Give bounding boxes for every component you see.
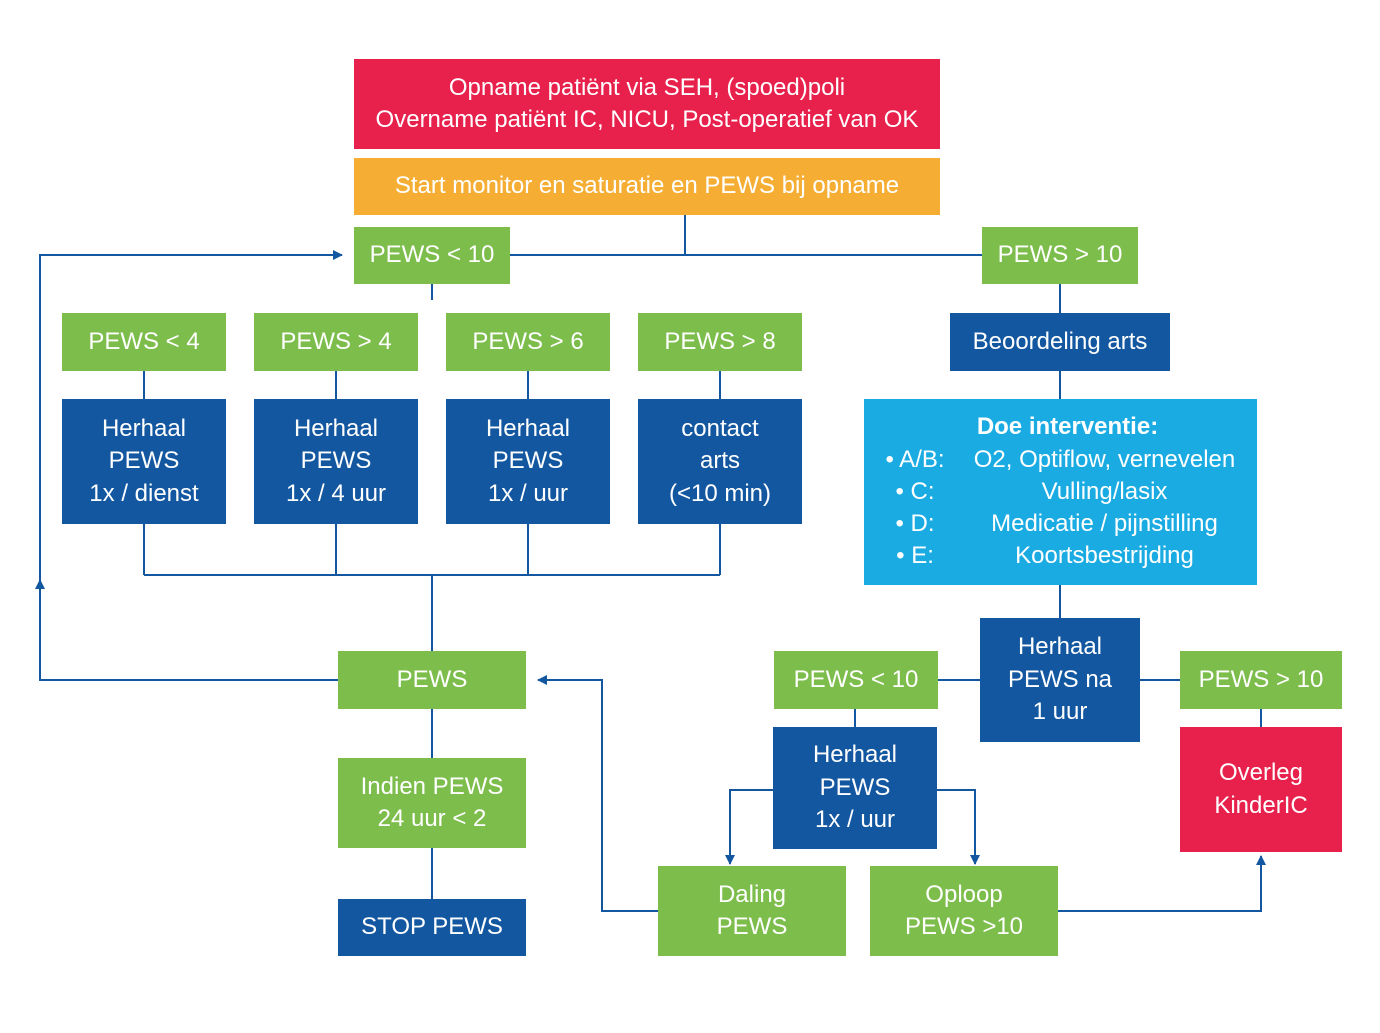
connector-to-daling <box>725 789 773 865</box>
pews-lt10-box: PEWS < 10 <box>354 227 510 284</box>
action-line: 1x / uur <box>487 479 569 507</box>
repeat-1h-line: Herhaal <box>1017 633 1103 661</box>
right-pews-lt10-label: PEWS < 10 <box>793 665 919 693</box>
daling-line: PEWS <box>716 913 788 940</box>
action-line: (<10 min) <box>668 479 772 507</box>
right-pews-gt10-label: PEWS > 10 <box>1198 665 1324 693</box>
kinderic-line: Overleg <box>1218 759 1304 787</box>
intervention-text: Vulling/lasix <box>1041 478 1168 506</box>
threshold-label: PEWS > 4 <box>280 327 392 355</box>
pews-gt10-label: PEWS > 10 <box>997 241 1123 269</box>
start-monitor-text: Start monitor en saturatie en PEWS bij o… <box>394 172 900 200</box>
pews-gt10-box: PEWS > 10 <box>982 227 1138 284</box>
pews-lt10-label: PEWS < 10 <box>369 241 495 269</box>
repeat-hourly-line: 1x / uur <box>814 806 896 834</box>
threshold-label: PEWS > 8 <box>664 327 776 355</box>
intervention-item: • D: Medicatie / pijnstilling <box>878 508 1257 540</box>
intervention-box: Doe interventie: • A/B: O2, Optiflow, ve… <box>864 399 1257 585</box>
intervention-code: • A/B: <box>885 445 945 473</box>
assessment-label: Beoordeling arts <box>972 327 1148 355</box>
action-line: Herhaal <box>101 414 187 442</box>
consult-kinderic-box: Overleg KinderIC <box>1180 727 1342 852</box>
stop-pews-box: STOP PEWS <box>338 899 526 956</box>
action-box: Herhaal PEWS 1x / dienst <box>62 399 226 524</box>
connector-loop-top <box>39 250 343 590</box>
pews-increase-box: Oploop PEWS >10 <box>870 866 1058 956</box>
admission-line-2: Overname patiënt IC, NICU, Post-operatie… <box>375 106 919 133</box>
stop-pews-label: STOP PEWS <box>361 913 503 941</box>
threshold-box: PEWS < 4 <box>62 313 226 371</box>
action-line: Herhaal <box>485 414 571 442</box>
repeat-hourly-box: Herhaal PEWS 1x / uur <box>773 727 937 849</box>
threshold-box: PEWS > 8 <box>638 313 802 371</box>
action-line: Herhaal <box>293 414 379 442</box>
action-line: 1x / 4 uur <box>285 479 387 507</box>
connector-daling-to-pews <box>537 675 658 912</box>
intervention-code: • D: <box>895 510 935 538</box>
intervention-item: • E: Koortsbestrijding <box>878 540 1257 572</box>
pews-decrease-box: Daling PEWS <box>658 866 846 956</box>
action-line: arts <box>699 447 740 475</box>
if-24h-line: 24 uur < 2 <box>377 805 487 832</box>
kinderic-line: KinderIC <box>1214 791 1308 819</box>
oploop-line: Oploop <box>925 880 1003 908</box>
contact-physician-box: contact arts (<10 min) <box>638 399 802 524</box>
physician-assessment-box: Beoordeling arts <box>950 313 1170 371</box>
action-box: Herhaal PEWS 1x / 4 uur <box>254 399 418 524</box>
repeat-1h-box: Herhaal PEWS na 1 uur <box>980 618 1140 742</box>
intervention-text: Medicatie / pijnstilling <box>991 510 1218 538</box>
intervention-code: • E: <box>896 542 934 570</box>
pews-label: PEWS <box>396 665 468 693</box>
intervention-text: Koortsbestrijding <box>1015 542 1194 570</box>
threshold-box: PEWS > 6 <box>446 313 610 371</box>
connector-to-oploop <box>937 789 980 865</box>
if-24h-line: Indien PEWS <box>360 772 504 800</box>
threshold-label: PEWS < 4 <box>88 327 200 355</box>
intervention-text: O2, Optiflow, vernevelen <box>973 445 1236 473</box>
connector-oploop-to-kinderic <box>1058 855 1266 912</box>
if-24h-box: Indien PEWS 24 uur < 2 <box>338 758 526 848</box>
daling-line: Daling <box>717 880 787 908</box>
action-box: Herhaal PEWS 1x / uur <box>446 399 610 524</box>
repeat-hourly-line: Herhaal <box>812 741 898 769</box>
connector-loop-back <box>35 579 338 681</box>
admission-box: Opname patiënt via SEH, (spoed)poli Over… <box>354 59 940 149</box>
threshold-label: PEWS > 6 <box>472 327 584 355</box>
repeat-1h-line: PEWS na <box>1007 665 1113 693</box>
action-line: PEWS <box>300 447 372 475</box>
intervention-code: • C: <box>895 478 935 506</box>
action-line: PEWS <box>108 447 180 475</box>
right-pews-lt10-box: PEWS < 10 <box>774 651 938 709</box>
intervention-item: • A/B: O2, Optiflow, vernevelen <box>878 444 1257 476</box>
repeat-1h-line: 1 uur <box>1032 698 1088 726</box>
admission-line-1: Opname patiënt via SEH, (spoed)poli <box>448 73 846 101</box>
start-monitor-box: Start monitor en saturatie en PEWS bij o… <box>354 158 940 215</box>
repeat-hourly-line: PEWS <box>819 773 891 801</box>
oploop-line: PEWS >10 <box>904 913 1024 940</box>
threshold-box: PEWS > 4 <box>254 313 418 371</box>
action-line: 1x / dienst <box>89 479 199 507</box>
action-line: contact <box>681 414 759 442</box>
right-pews-gt10-box: PEWS > 10 <box>1180 651 1342 709</box>
pews-box: PEWS <box>338 651 526 709</box>
intervention-title: Doe interventie: <box>976 413 1159 441</box>
intervention-item: • C: Vulling/lasix <box>878 476 1257 508</box>
action-line: PEWS <box>492 447 564 475</box>
